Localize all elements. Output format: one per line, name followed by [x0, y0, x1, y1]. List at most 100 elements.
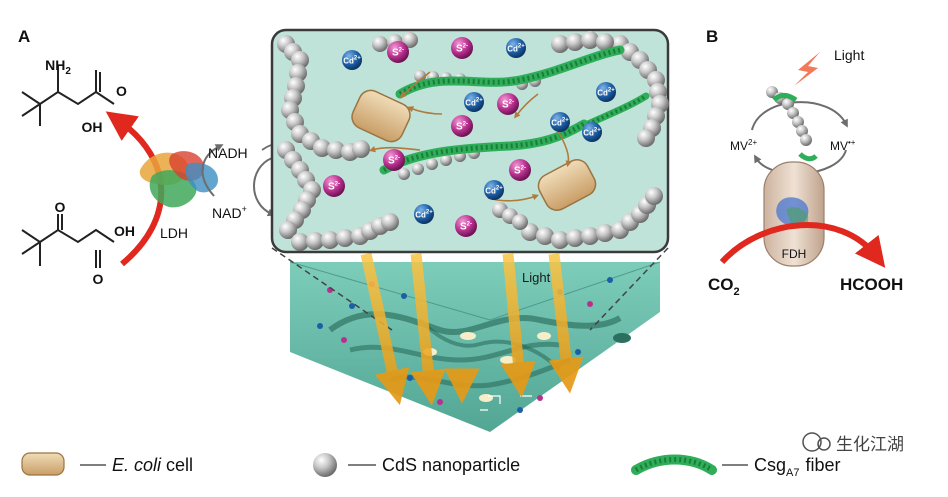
- cds-nanoparticle: [414, 70, 426, 82]
- mv-2plus-label: MV2+: [730, 138, 757, 153]
- cds-nanoparticle: [551, 231, 569, 249]
- svg-text:Cd2+: Cd2+: [485, 186, 503, 196]
- cds-nanoparticle: [637, 129, 655, 147]
- amino-acid-labels: NH2 OH O: [45, 57, 127, 135]
- s-ion: S2-: [497, 93, 519, 115]
- nad-cycle-arrow: [201, 144, 224, 197]
- biofilm-slab: [289, 261, 661, 432]
- s-ion: S2-: [323, 175, 345, 197]
- svg-text:生化江湖: 生化江湖: [836, 435, 904, 454]
- ldh-enzyme: [139, 151, 218, 208]
- nad-label: NAD+: [212, 204, 247, 221]
- svg-text:Cd2+: Cd2+: [415, 210, 433, 220]
- legend-ecoli-cell: E. coli cell: [21, 452, 193, 476]
- rh-cycle-arrow: [253, 157, 276, 217]
- cd-ion: Cd2+: [550, 112, 570, 132]
- svg-text:S2-: S2-: [388, 156, 400, 167]
- svg-text:Cd2+: Cd2+: [597, 88, 615, 98]
- s-ion: S2-: [451, 115, 473, 137]
- svg-text:O: O: [93, 271, 104, 287]
- watermark: 生化江湖: [802, 432, 904, 454]
- cds-nanoparticle: [787, 107, 799, 119]
- cds-nanoparticle: [796, 125, 808, 137]
- cd-ion: Cd2+: [342, 50, 362, 70]
- cd-ion: Cd2+: [582, 122, 602, 142]
- cds-nanoparticle: [279, 221, 297, 239]
- s-ion: S2-: [455, 215, 477, 237]
- cds-nanoparticle: [412, 163, 424, 175]
- cds-nanoparticle: [551, 35, 569, 53]
- cds-nanoparticle: [645, 187, 663, 205]
- inset-ecoli-cell-left: [351, 89, 411, 143]
- cds-nanoparticle: [440, 154, 452, 166]
- s-ion: S2-: [451, 37, 473, 59]
- cds-nanoparticle: [291, 233, 309, 251]
- panel-a-label: A: [18, 27, 30, 46]
- amino-acid-structure: [21, 66, 115, 126]
- cds-nanoparticle: [321, 231, 339, 249]
- svg-text:E. coli cell: E. coli cell: [112, 455, 193, 475]
- mv-cycle-arrow: [751, 101, 848, 131]
- co2-label: CO2: [708, 275, 740, 298]
- svg-text:OH: OH: [114, 223, 135, 239]
- cds-nanoparticle: [596, 224, 614, 242]
- s-ion: S2-: [509, 159, 531, 181]
- cds-nanoparticle: [792, 116, 804, 128]
- cds-nanoparticle: [800, 134, 812, 146]
- cds-nanoparticle: [372, 36, 388, 52]
- cds-nanoparticle: [581, 227, 599, 245]
- csga-fibers: [379, 45, 650, 175]
- nadh-label: NADH: [208, 145, 248, 161]
- cds-nanoparticle: [381, 213, 399, 231]
- cds-nanoparticle: [306, 232, 324, 250]
- cds-nanoparticle: [398, 168, 410, 180]
- cds-nanoparticle: [581, 31, 599, 49]
- panel-b-light-label: Light: [834, 47, 864, 63]
- hcooh-label: HCOOH: [840, 275, 903, 294]
- cds-nanoparticle: [512, 214, 528, 230]
- legend-cds-nanoparticle: CdS nanoparticle: [313, 453, 520, 477]
- inset-ecoli-cell-right: [537, 159, 597, 211]
- svg-text:Cd2+: Cd2+: [507, 44, 525, 54]
- svg-text:S2-: S2-: [460, 222, 472, 233]
- svg-text:S2-: S2-: [392, 48, 404, 59]
- cds-nanoparticle: [596, 33, 614, 51]
- slab-light-label: Light: [522, 270, 551, 285]
- cd-ion: Cd2+: [414, 204, 434, 224]
- svg-text:S2-: S2-: [456, 44, 468, 55]
- panel-b-label: B: [706, 27, 718, 46]
- s-ion: S2-: [383, 149, 405, 171]
- cds-nanoparticle: [566, 33, 584, 51]
- panel-b-cds-chain: [766, 86, 818, 162]
- fdh-label: FDH: [782, 247, 807, 261]
- svg-text:OH: OH: [82, 119, 103, 135]
- s-ion: S2-: [387, 41, 409, 63]
- svg-text:O: O: [116, 83, 127, 99]
- cds-nanoparticle: [566, 229, 584, 247]
- svg-text:CdS nanoparticle: CdS nanoparticle: [382, 455, 520, 475]
- svg-text:Cd2+: Cd2+: [551, 118, 569, 128]
- svg-text:Cd2+: Cd2+: [343, 56, 361, 66]
- svg-text:S2-: S2-: [328, 182, 340, 193]
- cd-ion: Cd2+: [484, 180, 504, 200]
- ldh-label: LDH: [160, 225, 188, 241]
- mv-radical-label: MV•+: [830, 138, 856, 153]
- svg-text:S2-: S2-: [514, 166, 526, 177]
- svg-text:S2-: S2-: [502, 100, 514, 111]
- zoom-projection-right: [589, 247, 669, 331]
- cds-nanoparticle: [313, 139, 331, 157]
- svg-text:Cd2+: Cd2+: [583, 128, 601, 138]
- cd-ion: Cd2+: [464, 92, 484, 112]
- zoom-projection-left: [271, 247, 393, 331]
- light-bolt-icon: [794, 52, 820, 86]
- cds-nanoparticle: [336, 229, 354, 247]
- cds-nanoparticle: [426, 158, 438, 170]
- svg-text:O: O: [55, 199, 66, 215]
- cds-nanoparticle: [536, 227, 554, 245]
- cd-ion: Cd2+: [596, 82, 616, 102]
- cds-nanoparticle: [402, 32, 418, 48]
- cd-ion: Cd2+: [506, 38, 526, 58]
- cds-nanoparticle: [327, 141, 345, 159]
